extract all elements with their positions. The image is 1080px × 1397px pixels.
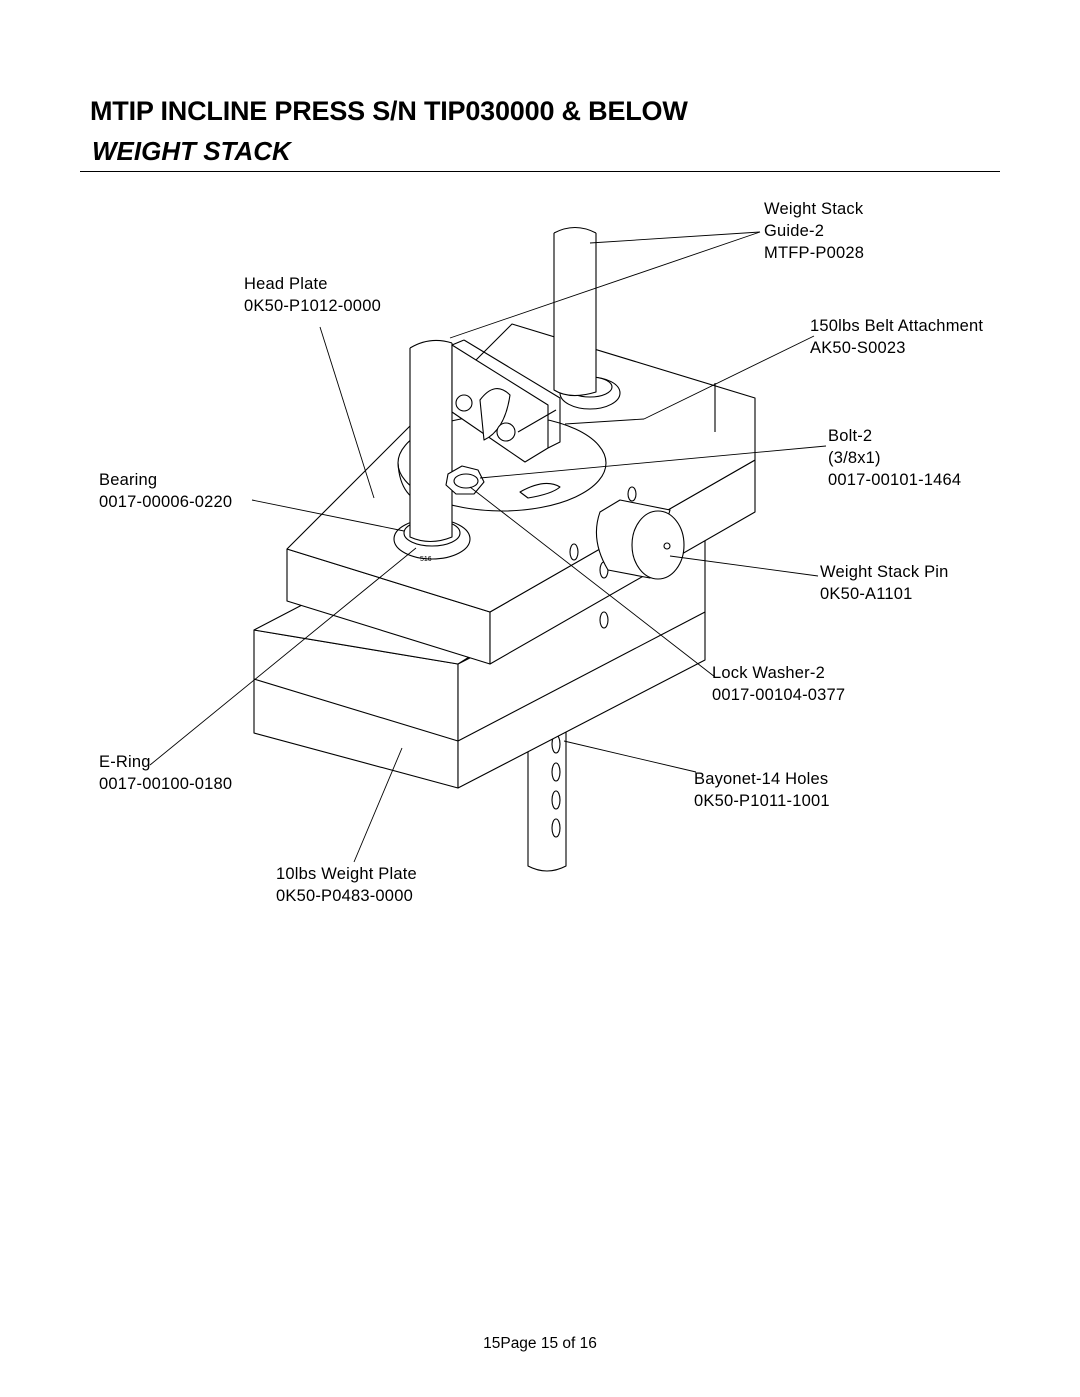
guide-rods-shape: 516 xyxy=(393,226,621,563)
bolt-shape xyxy=(445,465,485,495)
guide-callout: Weight Stack Guide-2 MTFP-P0028 xyxy=(764,200,865,262)
belt-attachment-callout: 150lbs Belt Attachment AK50-S0023 xyxy=(810,317,984,357)
weight-plate-callout: 10lbs Weight Plate 0K50-P0483-0000 xyxy=(276,865,417,905)
svg-text:516: 516 xyxy=(420,556,432,563)
header-rule xyxy=(80,171,1000,172)
pin-callout: Weight Stack Pin 0K50-A1101 xyxy=(820,563,949,603)
bayonet-callout: Bayonet-14 Holes 0K50-P1011-1001 xyxy=(694,770,830,810)
e-ring-callout: E-Ring 0017-00100-0180 xyxy=(99,753,233,793)
lock-washer-callout: Lock Washer-2 0017-00104-0377 xyxy=(712,664,846,704)
bearing-callout: Bearing 0017-00006-0220 xyxy=(99,471,233,511)
page-title: MTIP INCLINE PRESS S/N TIP030000 & BELOW xyxy=(90,96,688,126)
page-number: 15Page 15 of 16 xyxy=(483,1335,597,1352)
weight-stack-pin-shape xyxy=(595,499,685,580)
head-plate-callout: Head Plate 0K50-P1012-0000 xyxy=(244,275,381,315)
leader-lines xyxy=(149,231,827,863)
bolt-callout: Bolt-2 (3/8x1) 0017-00101-1464 xyxy=(828,427,962,489)
belt-attachment-shape xyxy=(451,339,561,463)
section-subtitle: WEIGHT STACK xyxy=(92,136,291,166)
